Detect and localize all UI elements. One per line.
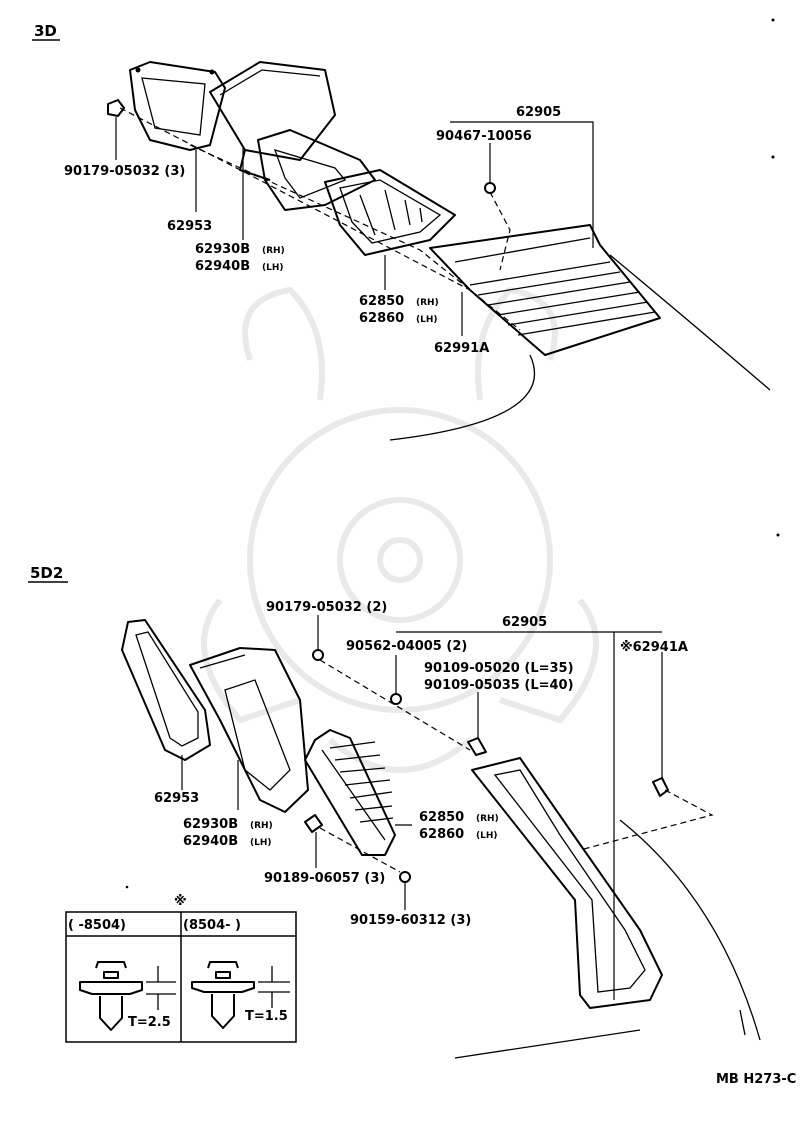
- louver-panel-top: [429, 224, 661, 356]
- assembly-line-bottom-2: [579, 789, 714, 851]
- label-62941a: ※62941A: [620, 640, 688, 655]
- label-90179-05032-bottom: 90179-05032 (2): [266, 600, 387, 615]
- section-label-3d: 3D: [34, 22, 57, 40]
- garnish-panel-bottom: [471, 757, 663, 1009]
- label-62860-side-top: (LH): [416, 315, 438, 325]
- label-62850-side-bottom: (RH): [476, 814, 499, 824]
- washer-90562-bottom: [390, 655, 402, 705]
- clip-drawing-early: [79, 961, 176, 1031]
- leader-62905-top: [450, 121, 594, 248]
- duct-62930b-bottom: [189, 647, 309, 813]
- assembly-line-top-2: [189, 144, 521, 331]
- inset-header-right: (8504- ): [183, 918, 241, 933]
- clip-90189-bottom: [304, 814, 323, 868]
- label-62930b-side-bottom: (RH): [250, 821, 273, 831]
- frame-piece-top: [257, 129, 376, 211]
- label-90109-05020: 90109-05020 (L=35): [424, 661, 574, 676]
- inset-value-right: T=1.5: [245, 1009, 288, 1024]
- label-62953-top: 62953: [167, 219, 212, 234]
- gasket-62953-top: [129, 61, 226, 151]
- body-base-line-bottom: [454, 1029, 641, 1059]
- assembly-line-top-1: [119, 107, 471, 291]
- clip-drawing-later: [191, 961, 290, 1029]
- label-62940b-top: 62940B: [195, 259, 250, 274]
- section-label-5d2: 5D2: [30, 564, 63, 582]
- inset-value-left: T=2.5: [128, 1015, 171, 1030]
- label-62850-bottom: 62850: [419, 810, 464, 825]
- assembly-line-bottom-1: [319, 659, 471, 751]
- assembly-line-bottom-3: [319, 827, 401, 873]
- clip-90109-bottom: [467, 692, 487, 756]
- diagram-code: MB H273-C: [716, 1072, 796, 1087]
- label-62991a: 62991A: [434, 341, 489, 356]
- label-62930b-top: 62930B: [195, 242, 250, 257]
- label-62953-bottom: 62953: [154, 791, 199, 806]
- label-62860-side-bottom: (LH): [476, 831, 498, 841]
- label-62905-top: 62905: [516, 105, 561, 120]
- screw-90467-top: [484, 143, 496, 194]
- clip-62941a-bottom: [652, 652, 669, 797]
- label-90179-05032-top: 90179-05032 (3): [64, 164, 185, 179]
- label-62860-bottom: 62860: [419, 827, 464, 842]
- body-edge-line-bottom: [619, 819, 761, 1041]
- inset-table: [65, 911, 297, 1043]
- assembly-line-top-3: [489, 191, 511, 271]
- body-curve-line-top: [389, 354, 536, 441]
- label-62940b-bottom: 62940B: [183, 834, 238, 849]
- label-90109-05035: 90109-05035 (L=40): [424, 678, 574, 693]
- nut-90179-bottom: [312, 615, 324, 661]
- nut-90179-top: [107, 99, 125, 160]
- label-62850-top: 62850: [359, 294, 404, 309]
- body-edge-line-top: [609, 254, 771, 391]
- grille-62850-bottom: [304, 729, 396, 856]
- label-62860-top: 62860: [359, 311, 404, 326]
- label-62850-side-top: (RH): [416, 298, 439, 308]
- label-62930b-bottom: 62930B: [183, 817, 238, 832]
- inset-header-left: ( -8504): [68, 918, 126, 933]
- label-90159-60312: 90159-60312 (3): [350, 913, 471, 928]
- screw-90159-bottom: [399, 871, 411, 910]
- label-62930b-side-top: (RH): [262, 246, 285, 256]
- label-90562-04005: 90562-04005 (2): [346, 639, 467, 654]
- grille-62850-top: [324, 169, 456, 256]
- label-62940b-side-bottom: (LH): [250, 838, 272, 848]
- label-62905-bottom: 62905: [502, 615, 547, 630]
- label-62940b-side-top: (LH): [262, 263, 284, 273]
- inset-marker: ※: [174, 894, 187, 909]
- label-90189-06057: 90189-06057 (3): [264, 871, 385, 886]
- label-90467-10056: 90467-10056: [436, 129, 532, 144]
- gasket-62953-bottom: [121, 619, 211, 761]
